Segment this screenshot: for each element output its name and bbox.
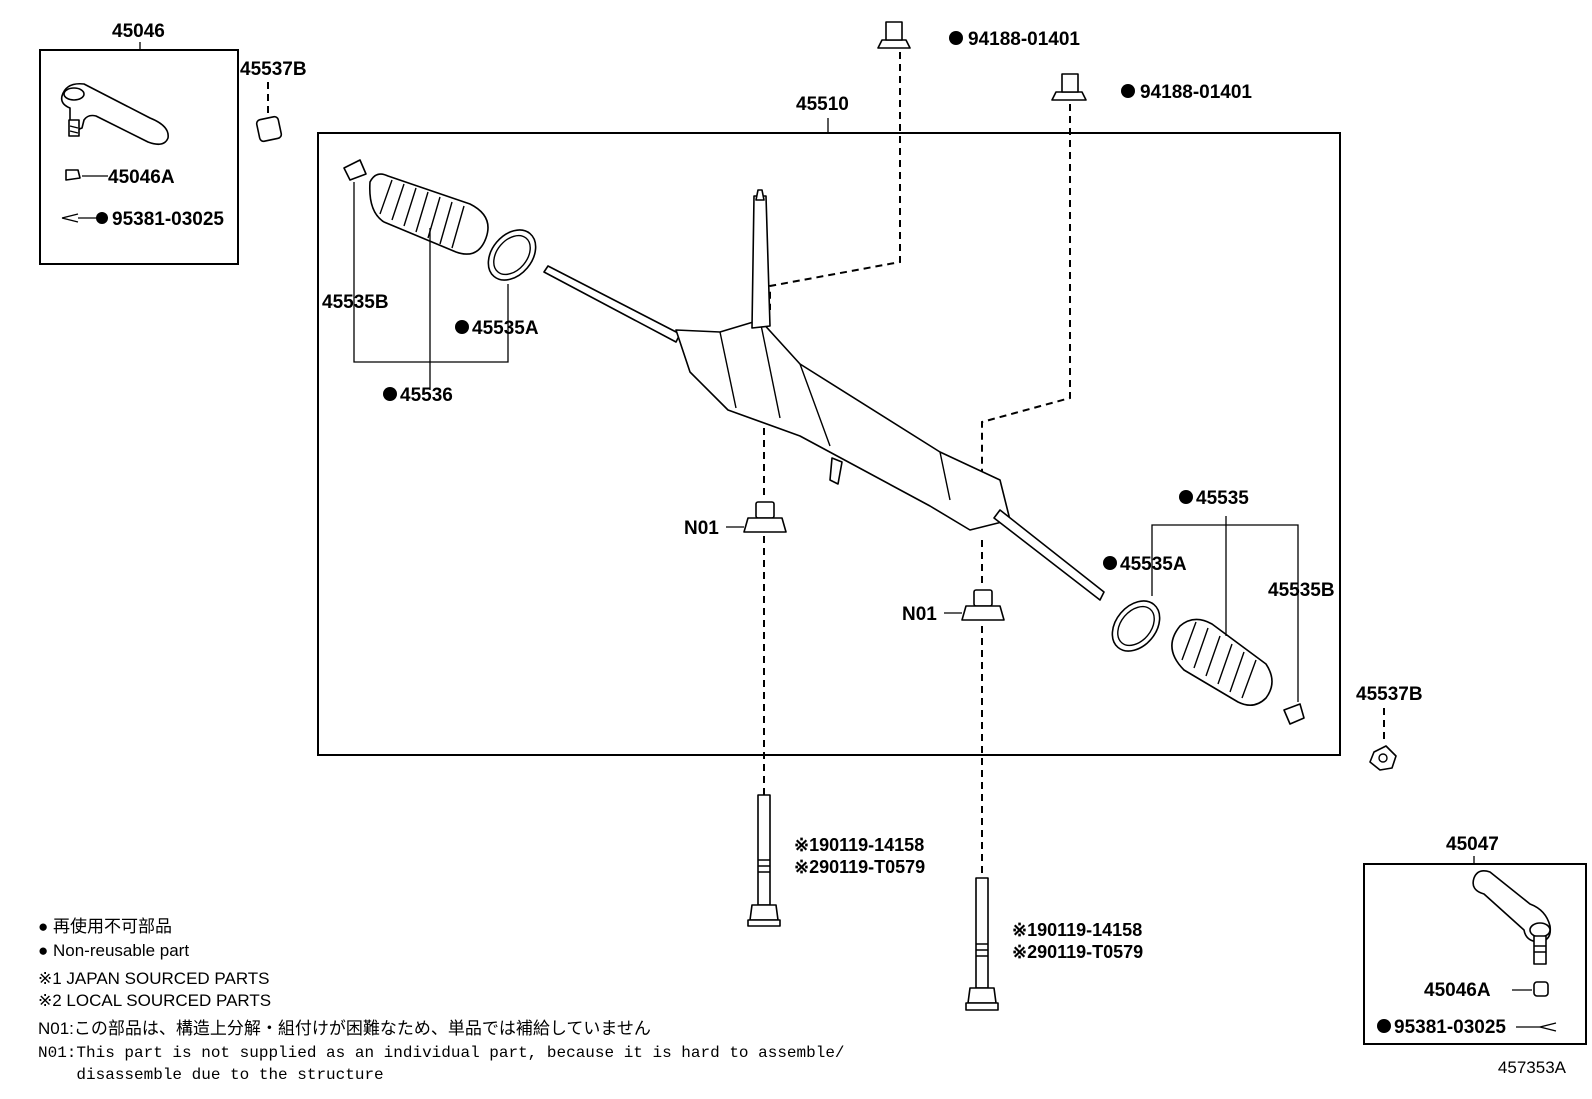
clamp-left-icon [487,229,537,281]
label-boot-right: 45535 [1196,488,1249,509]
tie-rod-end-left-box [39,49,239,265]
nut-45046a-left-icon [65,169,81,181]
label-nut-right: 45046A [1424,980,1491,1001]
label-lock-nut-right: 45537B [1356,684,1423,705]
diagram-reference-code: 457353A [1497,1058,1566,1077]
label-lock-nut-left: 45537B [240,59,307,80]
label-bolt-left-2: ※290119-T0579 [794,857,925,877]
clamp-right-icon [1111,600,1161,652]
cotter-pin-right-icon [1539,1022,1557,1032]
bushing-right-icon [961,589,1005,621]
bolt-left-icon [747,794,781,927]
label-gear-assy: 45510 [796,94,849,115]
legend-jp-nonreusable: ● 再使用不可部品 [38,917,172,936]
note-n01-jp: N01:この部品は、構造上分解・組付けが困難なため、単品では補給していません [38,1019,651,1038]
label-clamp-right: 45535A [1120,554,1187,575]
bushing-left-icon [743,501,787,533]
boot-left-icon [368,173,489,255]
label-clamp-left: 45535A [472,318,539,339]
clip-right-icon [1283,703,1305,725]
tie-rod-end-right-box [1363,863,1587,1045]
clip-left-icon [343,159,367,181]
nut-upper-1-icon [877,21,911,49]
label-boot-left: 45536 [400,385,453,406]
steering-gear-assy-box [317,132,1341,756]
label-bushing-left: N01 [684,518,719,539]
tie-rod-end-left-icon [60,82,169,146]
label-bolt-left-1: ※190119-14158 [794,835,924,855]
nut-45046a-right-icon [1533,981,1549,997]
label-bushing-right: N01 [902,604,937,625]
legend-en-nonreusable: ● Non-reusable part [38,941,190,960]
label-tie-rod-end-left: 45046 [112,21,165,42]
label-nut-upper-2: 94188-01401 [1140,82,1252,103]
label-clip-right: 45535B [1268,580,1335,601]
cotter-pin-left-icon [61,213,79,223]
label-cotter-pin-left: 95381-03025 [112,209,224,230]
legend-japan-sourced: ※1 JAPAN SOURCED PARTS [38,969,270,988]
tie-rod-end-right-icon [1472,870,1552,965]
bolt-right-icon [965,877,999,1011]
note-n01-en-line1: N01:This part is not supplied as an indi… [38,1044,845,1062]
nut-upper-2-icon [1051,73,1087,101]
steering-rack-icon [543,189,1105,601]
lock-nut-right-icon [1369,745,1397,771]
label-nut-left: 45046A [108,167,175,188]
note-n01-en-line2: disassemble due to the structure [38,1066,384,1084]
lock-nut-left-icon [255,115,283,143]
boot-right-icon [1171,618,1273,706]
label-cotter-pin-right: 95381-03025 [1394,1017,1506,1038]
label-bolt-right-2: ※290119-T0579 [1012,942,1143,962]
label-tie-rod-end-right: 45047 [1446,834,1499,855]
label-clip-left: 45535B [322,292,389,313]
legend-local-sourced: ※2 LOCAL SOURCED PARTS [38,991,272,1010]
label-nut-upper-1: 94188-01401 [968,29,1080,50]
label-bolt-right-1: ※190119-14158 [1012,920,1142,940]
